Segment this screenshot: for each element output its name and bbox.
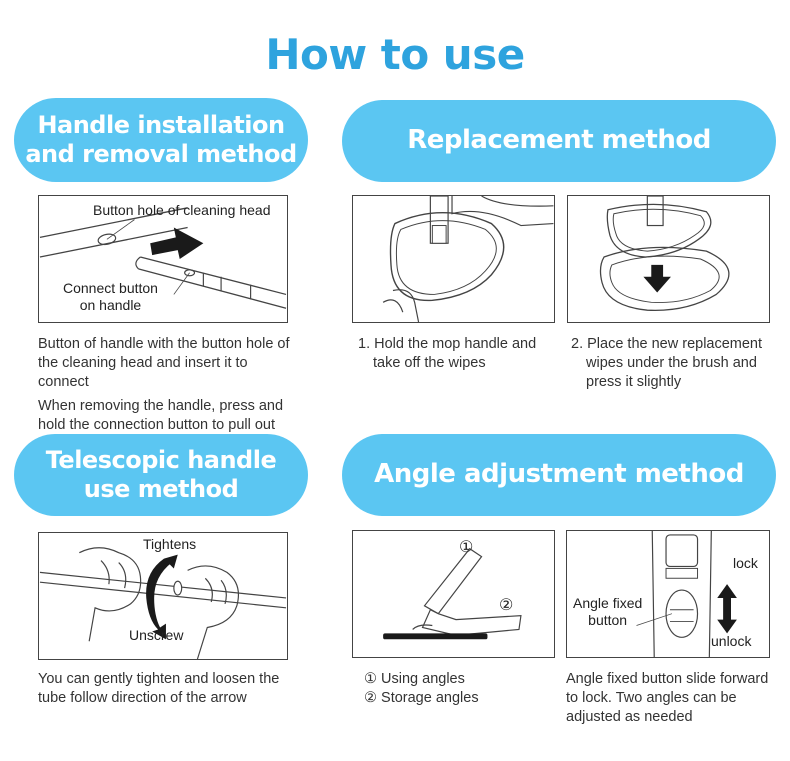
handle-caption-connect: Button of handle with the button hole of… [38, 336, 290, 390]
replacement-step1-caption: 1. Hold the mop handle and take off the … [358, 336, 537, 371]
legend-storage-angles: ② Storage angles [364, 690, 479, 706]
label-button-hole: Button hole of cleaning head [93, 202, 271, 218]
heading-telescopic-line2: use method [83, 475, 239, 503]
label-unlock: unlock [711, 633, 752, 649]
heading-telescopic-handle: Telescopic handle use method [14, 434, 308, 516]
page-title: How to use [265, 30, 525, 79]
marker-using-angle: ① [459, 539, 474, 556]
heading-handle-line2: and removal method [25, 140, 297, 168]
angle-caption: Angle fixed button slide forward to lock… [566, 671, 769, 725]
handle-illustration-svg [39, 207, 287, 309]
telescopic-illustration: Tightens Unscrew [38, 532, 288, 660]
heading-handle-installation: Handle installation and removal method [14, 98, 308, 182]
angle-positions-illustration: ① ② [352, 530, 555, 658]
heading-angle-adjustment: Angle adjustment method [342, 434, 776, 516]
heading-replacement-method: Replacement method [342, 100, 776, 182]
legend-using-angles: ① Using angles [364, 671, 465, 687]
telescopic-caption: You can gently tighten and loosen the tu… [38, 671, 280, 706]
angle-legend: ① Using angles ② Storage angles [364, 670, 554, 708]
replacement-step1-illustration [352, 195, 555, 323]
marker-storage-angle: ② [499, 597, 514, 614]
handle-caption-remove: When removing the handle, press and hold… [38, 398, 284, 433]
label-unscrew: Unscrew [129, 627, 184, 643]
label-lock: lock [733, 555, 758, 571]
heading-handle-line1: Handle installation [37, 110, 285, 139]
handle-caption: Button of handle with the button hole of… [38, 335, 300, 435]
label-angle-fixed-button: Angle fixed button [573, 595, 643, 628]
handle-installation-illustration: Button hole of cleaning head Connect but… [38, 195, 288, 323]
replacement-step2-illustration [567, 195, 770, 323]
label-tightens: Tightens [143, 536, 197, 552]
heading-telescopic-line1: Telescopic handle [45, 445, 277, 474]
angle-button-illustration: lock unlock Angle fixed button [566, 530, 770, 658]
replacement-step2-caption: 2. Place the new replacement wipes under… [571, 336, 763, 390]
label-connect-button: Connect button on handle [63, 280, 158, 313]
